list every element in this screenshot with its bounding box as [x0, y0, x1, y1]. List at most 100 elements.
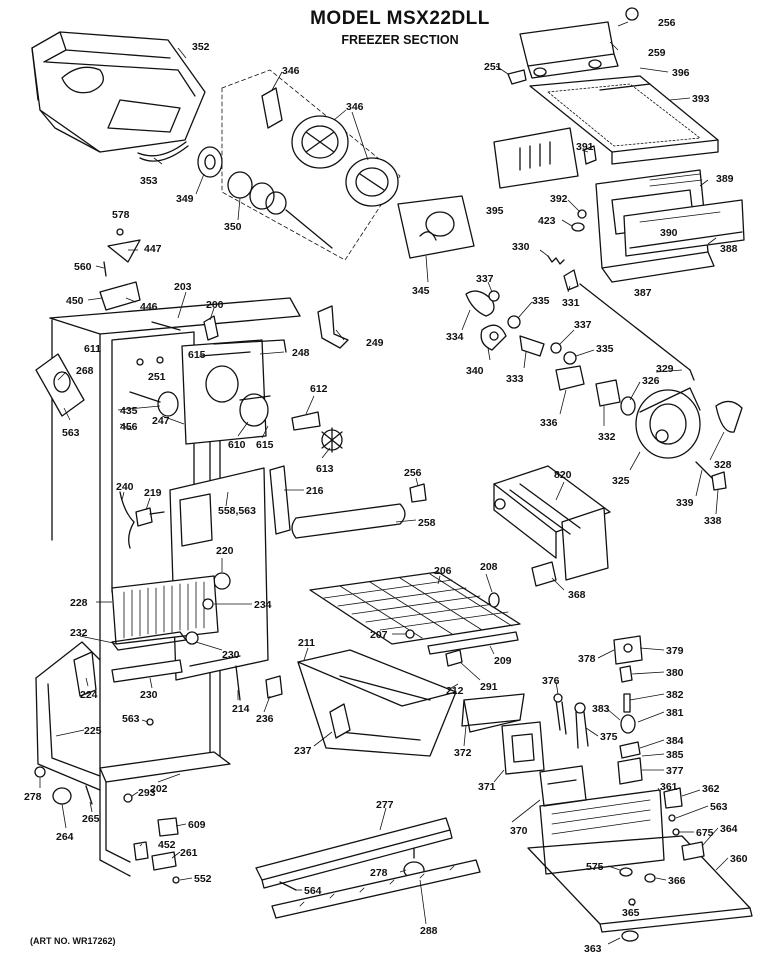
- art-number: (ART NO. WR17262): [30, 936, 116, 946]
- callout: 209: [494, 655, 512, 667]
- callout: 334: [446, 331, 464, 343]
- callout: 560: [74, 261, 92, 273]
- callout: 388: [720, 243, 738, 255]
- thermostat-234: [202, 598, 214, 610]
- screw-265: [85, 785, 93, 805]
- callout: 259: [648, 47, 666, 59]
- auger-wire-353b: [137, 141, 187, 157]
- callout: 338: [704, 515, 722, 527]
- duct-258: [291, 503, 406, 539]
- callout: 346: [282, 65, 300, 77]
- callout: 613: [316, 463, 334, 475]
- washer-335-b: [563, 351, 577, 365]
- callout: 365: [622, 907, 640, 919]
- callout: 200: [206, 299, 224, 311]
- bracket-368: [531, 561, 557, 587]
- fan-blade-612: [291, 411, 321, 431]
- tab-200: [203, 315, 219, 341]
- cam-340: [480, 324, 507, 351]
- harness-375: [574, 702, 589, 749]
- screw-578: [116, 228, 124, 236]
- clip-256-top: [625, 7, 639, 21]
- callout: 230: [140, 689, 158, 701]
- callout: 564: [304, 885, 322, 897]
- callout-labels: 352 353 349 350 346 346 345 256 259 251 …: [24, 17, 748, 955]
- callout: 278: [370, 867, 388, 879]
- arm-333: [519, 335, 545, 357]
- clip-391: [583, 145, 597, 165]
- washer-335-a: [507, 315, 521, 329]
- callout: 203: [174, 281, 192, 293]
- clip-261: [151, 851, 177, 871]
- callout: 387: [634, 287, 652, 299]
- filter-panel-393: [529, 75, 719, 165]
- drain-tube-224: [73, 651, 97, 697]
- callout: 609: [188, 819, 206, 831]
- handle-237: [329, 703, 351, 739]
- callout: 675: [696, 827, 714, 839]
- bracket-371: [501, 721, 545, 775]
- callout: 820: [554, 469, 572, 481]
- clip-447: [107, 239, 141, 263]
- callout: 224: [80, 689, 98, 701]
- callout: 382: [666, 689, 684, 701]
- lever-336: [555, 365, 585, 391]
- callout: 265: [82, 813, 100, 825]
- callout: 392: [550, 193, 568, 205]
- callout: 346: [346, 101, 364, 113]
- callout: 212: [446, 685, 464, 697]
- callout: 372: [454, 747, 472, 759]
- callout: 578: [112, 209, 130, 221]
- callout: 615: [256, 439, 274, 451]
- link-334: [465, 290, 495, 317]
- drain-pan-225: [35, 641, 101, 791]
- callout: 251: [148, 371, 166, 383]
- callout: 326: [642, 375, 660, 387]
- callout: 391: [576, 141, 594, 153]
- clip-208: [488, 592, 500, 608]
- icemaker-820: [493, 465, 611, 581]
- screw-564: [279, 881, 297, 891]
- callout: 328: [714, 459, 732, 471]
- roller-278-left: [34, 766, 46, 778]
- callout: 258: [418, 517, 436, 529]
- callout: 615: [188, 349, 206, 361]
- callout: 378: [578, 653, 596, 665]
- callout: 610: [228, 439, 246, 451]
- heater-240: [119, 491, 135, 549]
- drain-trough-230: [111, 659, 183, 683]
- callout: 330: [512, 241, 530, 253]
- callout: 612: [310, 383, 328, 395]
- clip-236: [265, 675, 283, 699]
- callout: 219: [144, 487, 162, 499]
- screw-560: [103, 261, 107, 277]
- bushing-326: [620, 396, 636, 416]
- callout: 291: [480, 681, 498, 693]
- spring-339: [695, 461, 713, 479]
- callout: 396: [672, 67, 690, 79]
- callout: 214: [232, 703, 250, 715]
- callout: 251: [484, 61, 502, 73]
- callout: 331: [562, 297, 580, 309]
- storage-bucket-211: [297, 649, 457, 757]
- callout: 352: [192, 41, 210, 53]
- auger-assembly-350: [227, 171, 333, 249]
- callout: 363: [584, 943, 602, 955]
- bracket-248: [213, 339, 287, 353]
- callout: 447: [144, 243, 162, 255]
- callout: 349: [176, 193, 194, 205]
- model-heading: MODEL MSX22DLL: [310, 8, 490, 29]
- callout: 390: [660, 227, 678, 239]
- parts-379-385: [617, 665, 643, 785]
- callout: 206: [434, 565, 452, 577]
- clip-328-a: [715, 400, 743, 433]
- light-shield-388: [623, 199, 745, 257]
- wire-shelf-206: [309, 571, 521, 645]
- callout: 611: [84, 343, 101, 355]
- rod-329: [579, 283, 695, 381]
- dashed-outline: [221, 69, 401, 261]
- dispenser-motor-370: [539, 765, 587, 807]
- callout: 393: [692, 93, 710, 105]
- callout: 350: [224, 221, 242, 233]
- fan-housing-346: [291, 115, 399, 207]
